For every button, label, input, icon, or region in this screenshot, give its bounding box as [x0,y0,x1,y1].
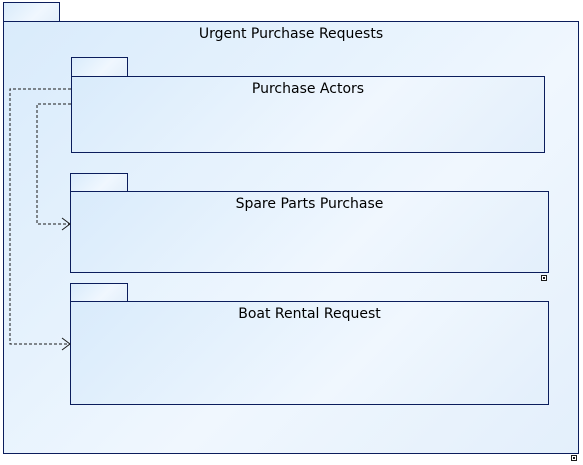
boat-rental-package-title: Boat Rental Request [238,306,381,322]
spare-parts-resize-handle[interactable] [541,275,547,281]
actors-package-title: Purchase Actors [251,81,365,97]
boat-rental-package-tab[interactable] [70,283,128,302]
actors-package-tab[interactable] [71,57,128,77]
outer-package-resize-handle[interactable] [571,455,577,461]
boat-rental-package[interactable]: Boat Rental Request [70,301,549,405]
outer-package-title: Urgent Purchase Requests [198,26,384,42]
actors-package[interactable]: Purchase Actors [71,76,545,153]
spare-parts-package[interactable]: Spare Parts Purchase [70,191,549,273]
spare-parts-package-tab[interactable] [70,173,128,192]
outer-package-tab[interactable] [3,2,60,23]
spare-parts-package-title: Spare Parts Purchase [235,196,384,212]
